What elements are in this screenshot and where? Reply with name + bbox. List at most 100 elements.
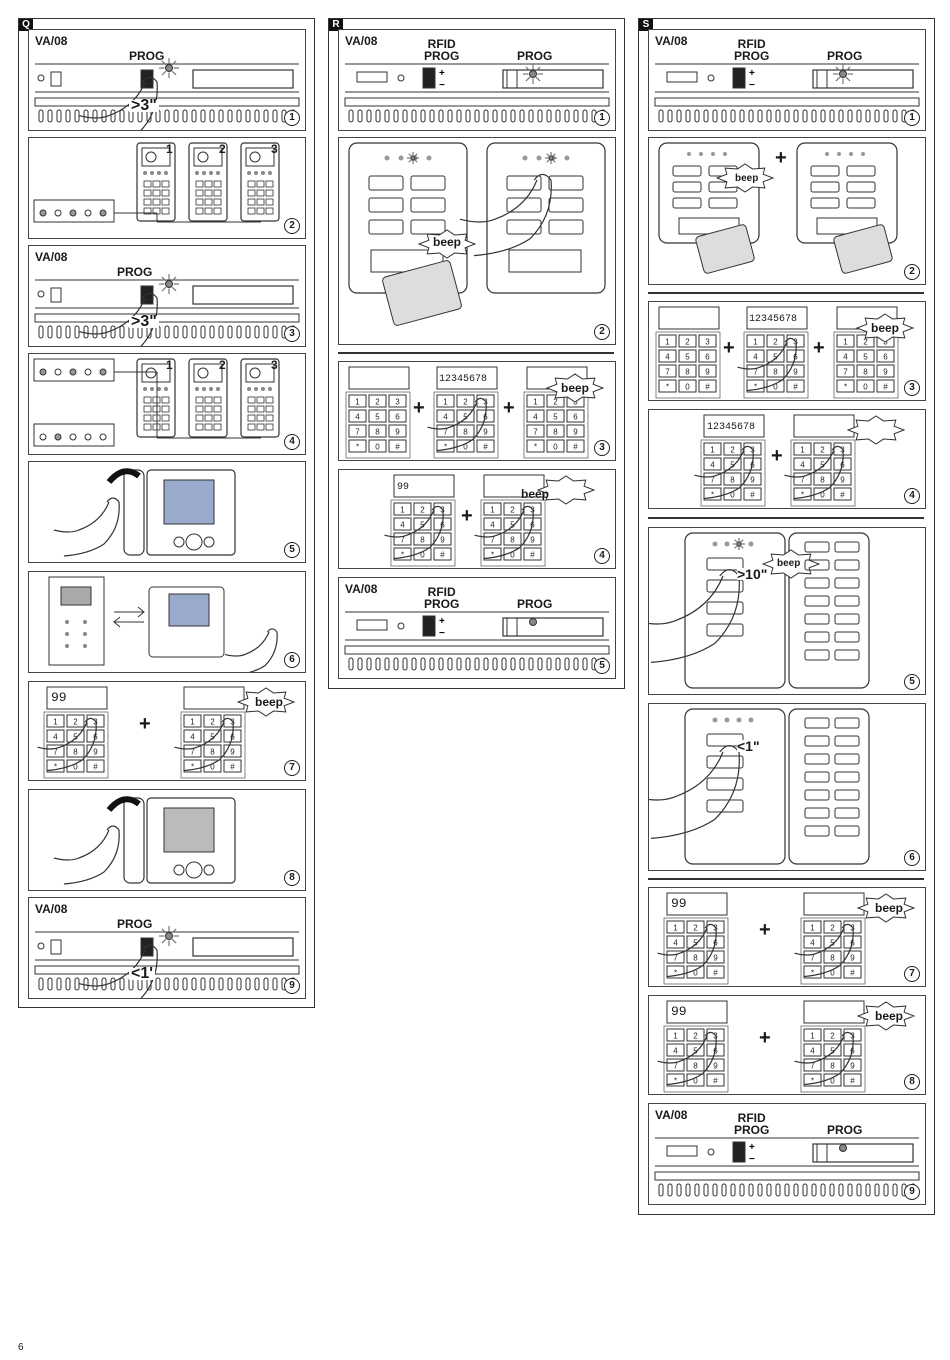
led-icon [209,387,213,391]
keypad-key-label: 5 [210,733,215,742]
terminal-pin [38,977,44,991]
keypad-key [348,424,367,438]
keypad-key-label: 6 [793,353,798,362]
keypad-key-label: 3 [395,398,400,407]
led-icon [39,368,47,376]
keypad-key [658,334,677,348]
keypad-key [836,349,855,363]
keypad-key-label: 0 [420,551,425,560]
panel-title: VA/08 [35,34,68,48]
keypad-key-label: * [401,551,404,560]
beep-burst [236,687,296,717]
keypad-key-label: 8 [693,1062,698,1071]
keypad-key [703,442,722,456]
keypad-key-label: 5 [510,521,515,530]
step-number: 7 [904,966,920,982]
led-glow [734,539,738,543]
unit-number: 1 [166,358,173,372]
step-number: 9 [284,978,300,994]
station-key [195,180,204,188]
keypad-key-label: # [713,1077,718,1086]
door-station-panel [684,532,786,689]
keypad-frame [345,391,411,459]
keypad-key [843,920,862,934]
lift-arrow [106,796,141,813]
keypad-key-label: 2 [773,338,778,347]
keypad-key [658,349,677,363]
terminal-pin [555,109,561,123]
keypad-key-label: # [883,383,888,392]
plus-minus-sign: − [749,1154,755,1165]
finger-hand [384,509,444,560]
keypad-key [433,532,452,546]
keypad-key [843,1073,862,1087]
monitor-button [173,536,185,548]
keypad-key-label: 6 [395,413,400,422]
led-glow [535,76,541,82]
monitor-button [185,861,203,879]
rfid-card [833,224,893,274]
terminal-pin [83,109,89,123]
terminal-pin [227,977,233,991]
keypad-key [703,457,722,471]
led-icon [69,368,77,376]
terminal-pin [501,109,507,123]
terminal-pin [757,1183,763,1197]
keypad-key [483,502,502,516]
terminal-pin [74,325,80,339]
terminal-pin [182,325,188,339]
keypad-key-label: * [811,969,814,978]
keypad-key [436,424,455,438]
keypad-frame [390,499,456,567]
keypad-key [666,920,685,934]
keypad-key [393,517,412,531]
keypad-key-label: 6 [840,461,845,470]
monitor-button [185,533,203,551]
keypad-display-box [393,474,455,498]
terminal-pin [438,109,444,123]
keypad-key-label: 4 [665,353,670,362]
terminal-pin [838,1183,844,1197]
call-button [706,777,744,791]
keypad-key-label: 7 [533,428,538,437]
monitor-button [203,864,215,876]
keypad-key [503,517,522,531]
call-button [548,175,584,191]
terminal-pin [357,109,363,123]
keypad-key [686,1073,705,1087]
keypad-key [843,950,862,964]
terminal-pin [784,109,790,123]
led-icon [268,387,272,391]
keypad-key-label: 4 [710,461,715,470]
plus-minus-sign: − [749,80,755,91]
led-glow [171,928,177,934]
keypad-key [823,950,842,964]
keypad-key [876,379,895,393]
terminal-pin [820,1183,826,1197]
keypad-key-label: # [840,491,845,500]
call-button [804,613,830,625]
finger-hand [427,401,487,452]
terminal-pin [510,109,516,123]
terminal-pin [191,325,197,339]
keypad-key [526,439,545,453]
station-key [213,396,222,404]
keypad-key-label: 5 [73,733,78,742]
keypad-key-label: 9 [793,368,798,377]
led-icon [254,171,258,175]
terminal-pin [429,109,435,123]
terminal-pin [721,109,727,123]
station-key [204,198,213,206]
keypad-key-label: 5 [375,413,380,422]
terminal-pin [101,109,107,123]
rfid-card [695,224,755,274]
keypad-key-label: 9 [850,954,855,963]
keypad-key [786,364,805,378]
door-station-unit [240,142,280,222]
panel-title: VA/08 [35,902,68,916]
station-key [247,396,256,404]
led-glow [845,66,851,72]
keypad-key-label: # [440,551,445,560]
keypad-key [86,744,105,758]
